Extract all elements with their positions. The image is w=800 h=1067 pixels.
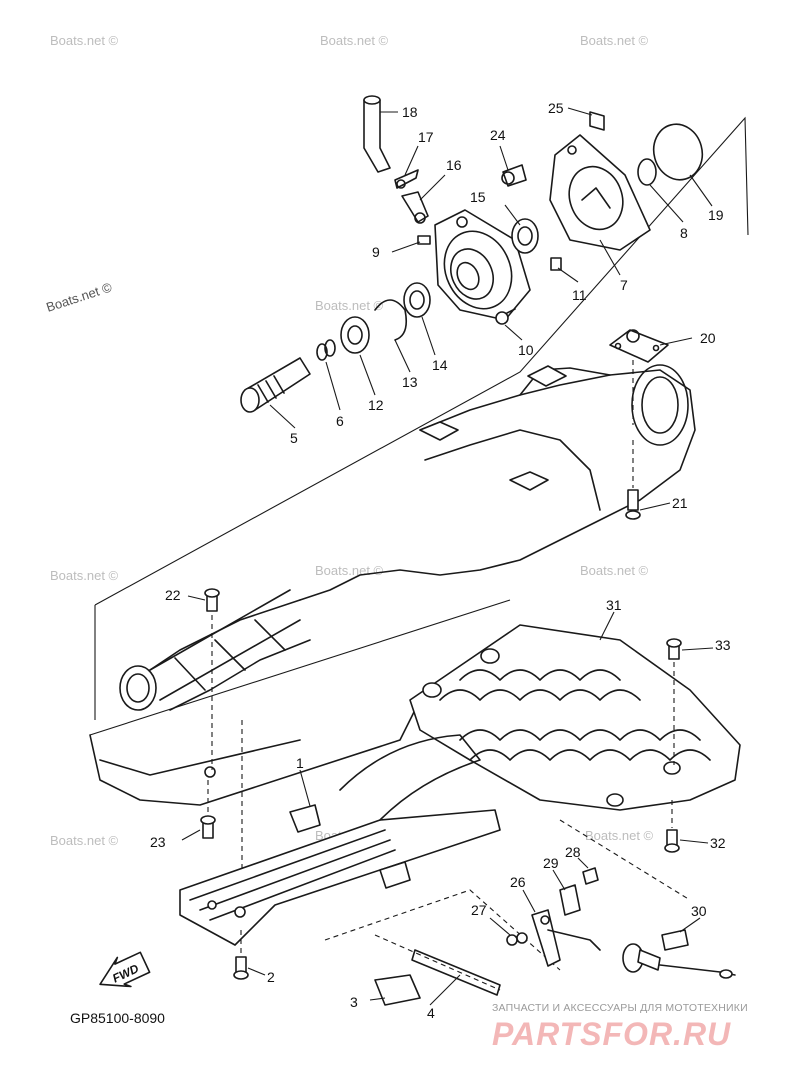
watermark: Boats.net ©	[50, 568, 119, 583]
callout-24: 24	[490, 127, 506, 143]
callout-7: 7	[620, 277, 628, 293]
callout-13: 13	[402, 374, 418, 390]
callout-28: 28	[565, 844, 581, 860]
callout-31: 31	[606, 597, 622, 613]
leader-lines	[181, 107, 714, 1006]
callout-15: 15	[470, 189, 486, 205]
bracket-part	[417, 235, 431, 245]
bolt-part	[625, 489, 641, 520]
callout-1: 1	[296, 755, 304, 771]
fwd-arrow-icon: FWD	[99, 951, 151, 988]
shaft-part	[240, 357, 311, 413]
pin-part	[550, 257, 562, 271]
bearing-part	[340, 316, 370, 354]
watermark: Boats.net ©	[50, 833, 119, 848]
callout-16: 16	[446, 157, 462, 173]
callout-25: 25	[548, 100, 564, 116]
callout-8: 8	[680, 225, 688, 241]
callout-32: 32	[710, 835, 726, 851]
nut-part	[506, 932, 528, 946]
bolt-part	[501, 164, 527, 187]
seal-ring-part	[652, 123, 704, 181]
callout-14: 14	[432, 357, 448, 373]
bolt-part	[204, 588, 220, 612]
callout-4: 4	[427, 1005, 435, 1021]
bolt-part	[664, 829, 680, 853]
callout-20: 20	[700, 330, 716, 346]
bolt-part	[200, 815, 216, 839]
watermark: Boats.net ©	[50, 33, 119, 48]
callout-6: 6	[336, 413, 344, 429]
callout-5: 5	[290, 430, 298, 446]
callout-33: 33	[715, 637, 731, 653]
mount-plate	[609, 329, 669, 363]
callout-3: 3	[350, 994, 358, 1010]
callout-21: 21	[672, 495, 688, 511]
callout-23: 23	[150, 834, 166, 850]
callout-27: 27	[471, 902, 487, 918]
strip-bracket-frame	[324, 889, 561, 991]
watermark: Boats.net ©	[320, 33, 389, 48]
brand-logo[interactable]: PARTSFOR.RU	[492, 1016, 732, 1052]
base-plate	[89, 699, 421, 806]
callout-12: 12	[368, 397, 384, 413]
hose-part	[363, 95, 391, 173]
callout-11: 11	[572, 287, 587, 303]
steering-arm	[531, 909, 601, 967]
washer-part	[316, 339, 336, 361]
bolt-part	[666, 638, 682, 660]
callout-2: 2	[267, 969, 275, 985]
callout-10: 10	[518, 342, 534, 358]
cable-end	[622, 929, 736, 979]
cover-plate	[549, 134, 651, 251]
clip-part	[589, 111, 605, 131]
watermark: Boats.net ©	[585, 828, 654, 843]
callout-26: 26	[510, 874, 526, 890]
watermark: Boats.net ©	[315, 298, 384, 313]
watermark: Boats.net ©	[315, 563, 384, 578]
assembly-frame	[89, 116, 749, 736]
callout-9: 9	[372, 244, 380, 260]
callout-19: 19	[708, 207, 724, 223]
bearing-housing	[434, 209, 531, 321]
o-ring-part	[637, 158, 657, 186]
callout-30: 30	[691, 903, 707, 919]
intake-grate	[409, 624, 741, 811]
jet-pump-housing	[119, 364, 696, 711]
diagram-code: GP85100-8090	[70, 1010, 165, 1026]
bolt-part	[233, 956, 249, 980]
bearing-part	[403, 282, 431, 318]
callout-17: 17	[418, 129, 434, 145]
watermark: Boats.net ©	[580, 563, 649, 578]
pad-part	[374, 974, 421, 1006]
nut-part	[582, 867, 599, 885]
bolt-part	[495, 308, 516, 325]
fitting-part	[401, 191, 429, 224]
brand-tagline: ЗАПЧАСТИ И АКСЕССУАРЫ ДЛЯ МОТОТЕХНИКИ	[492, 1002, 748, 1014]
callout-29: 29	[543, 855, 559, 871]
clamp-part	[394, 169, 419, 189]
watermark: Boats.net ©	[580, 33, 649, 48]
watermark: Boats.net ©	[44, 279, 114, 314]
snap-ring-part	[374, 299, 408, 341]
callout-18: 18	[402, 104, 418, 120]
link-plate	[559, 884, 581, 916]
ride-plate	[179, 734, 501, 946]
callout-22: 22	[165, 587, 181, 603]
bearing-part	[511, 218, 539, 254]
